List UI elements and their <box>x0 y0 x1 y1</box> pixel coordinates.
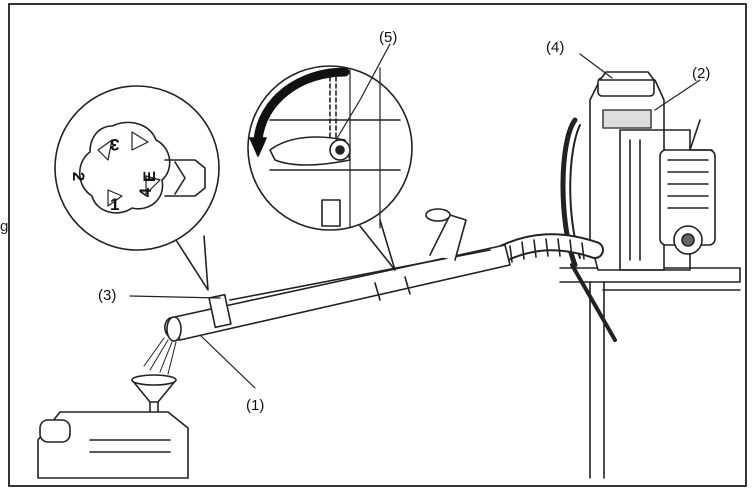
dial-label-e: E <box>140 170 160 183</box>
leader-lines <box>129 43 701 389</box>
table <box>559 267 741 479</box>
dial-label-1: 1 <box>110 195 120 214</box>
dial-callout <box>54 85 220 291</box>
blower-body <box>560 71 716 342</box>
cap-ring <box>208 293 232 329</box>
label-fuel-tank: (2) <box>692 65 711 82</box>
lever <box>269 136 351 166</box>
handle <box>429 214 467 261</box>
label-tank-cap: (4) <box>546 39 565 56</box>
blower-pipe <box>164 208 511 342</box>
dial-label-3: 3 <box>110 135 120 154</box>
fuel-drip <box>143 337 177 375</box>
fuel-container <box>37 374 189 479</box>
label-cap-ring: (3) <box>98 287 117 304</box>
figure-frame <box>8 3 747 487</box>
stray-character: g <box>0 218 9 235</box>
label-nozzle: (1) <box>246 397 265 414</box>
flex-hose <box>491 233 604 264</box>
dial-label-2: 2 <box>69 171 89 182</box>
rotation-arrow <box>253 67 350 145</box>
dial-label-4: 4 <box>136 187 156 198</box>
dial-knob <box>78 121 171 214</box>
label-lever: (5) <box>379 29 398 46</box>
lever-callout <box>247 65 413 271</box>
